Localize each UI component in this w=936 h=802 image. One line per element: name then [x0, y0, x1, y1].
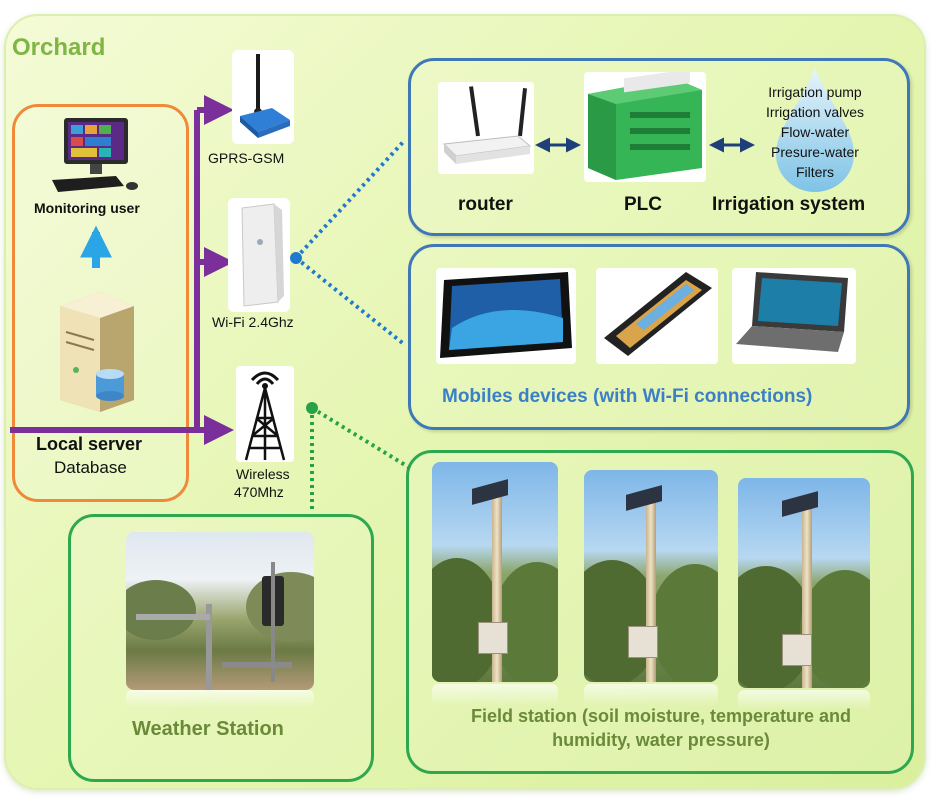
component-item: Flow-water	[780, 124, 850, 140]
gprs-modem-icon	[232, 50, 294, 144]
radio-tower-icon	[236, 366, 294, 462]
orchard-title: Orchard	[12, 34, 106, 61]
wifi-label: Wi-Fi 2.4Ghz	[212, 314, 294, 330]
weather-station-label: Weather Station	[132, 718, 284, 740]
water-drop-icon	[776, 68, 854, 192]
router-icon	[438, 82, 534, 174]
field-station-photo-2	[584, 470, 718, 682]
component-item: Filters	[795, 164, 835, 180]
wireless-dotted-links	[306, 402, 412, 512]
mobile-devices-label: Mobiles devices (with Wi-Fi connections)	[442, 386, 813, 407]
field-station-photo-1	[432, 462, 558, 682]
monitoring-user-label: Monitoring user	[34, 200, 140, 216]
component-item: Presure-water	[771, 144, 859, 160]
database-label: Database	[54, 458, 127, 477]
laptop-icon	[732, 268, 856, 364]
component-item: Irrigation valves	[765, 104, 865, 120]
local-server-label: Local server	[36, 434, 143, 454]
desktop-computer-icon	[52, 118, 138, 192]
field-station-label-line2: humidity, water pressure)	[552, 730, 770, 750]
router-label: router	[458, 194, 513, 215]
component-item: Irrigation pump	[768, 84, 862, 100]
field-station-label-line1: Field station (soil moisture, temperatur…	[470, 706, 852, 726]
plc-icon	[584, 72, 706, 182]
plc-label: PLC	[624, 194, 662, 215]
wireless-label-line1: Wireless	[236, 466, 290, 482]
field-photo-reflection	[584, 684, 718, 706]
smartphone-icon	[596, 268, 718, 364]
gprs-label: GPRS-GSM	[208, 150, 285, 166]
purple-trunk	[10, 95, 234, 445]
wifi-dotted-links	[290, 138, 407, 347]
server-icon	[60, 292, 134, 412]
weather-station-photo	[126, 532, 314, 690]
irrigation-system-label: Irrigation system	[712, 194, 866, 215]
weather-photo-reflection	[126, 690, 314, 708]
wireless-label-line2: 470Mhz	[234, 484, 284, 500]
tablet-icon	[436, 268, 576, 364]
field-photo-reflection	[432, 684, 558, 706]
wifi-access-point-icon	[228, 198, 290, 312]
irrigation-components: Irrigation pump Irrigation valves Flow-w…	[760, 82, 870, 182]
field-station-photo-3	[738, 478, 870, 688]
field-photo-reflection	[738, 690, 870, 710]
